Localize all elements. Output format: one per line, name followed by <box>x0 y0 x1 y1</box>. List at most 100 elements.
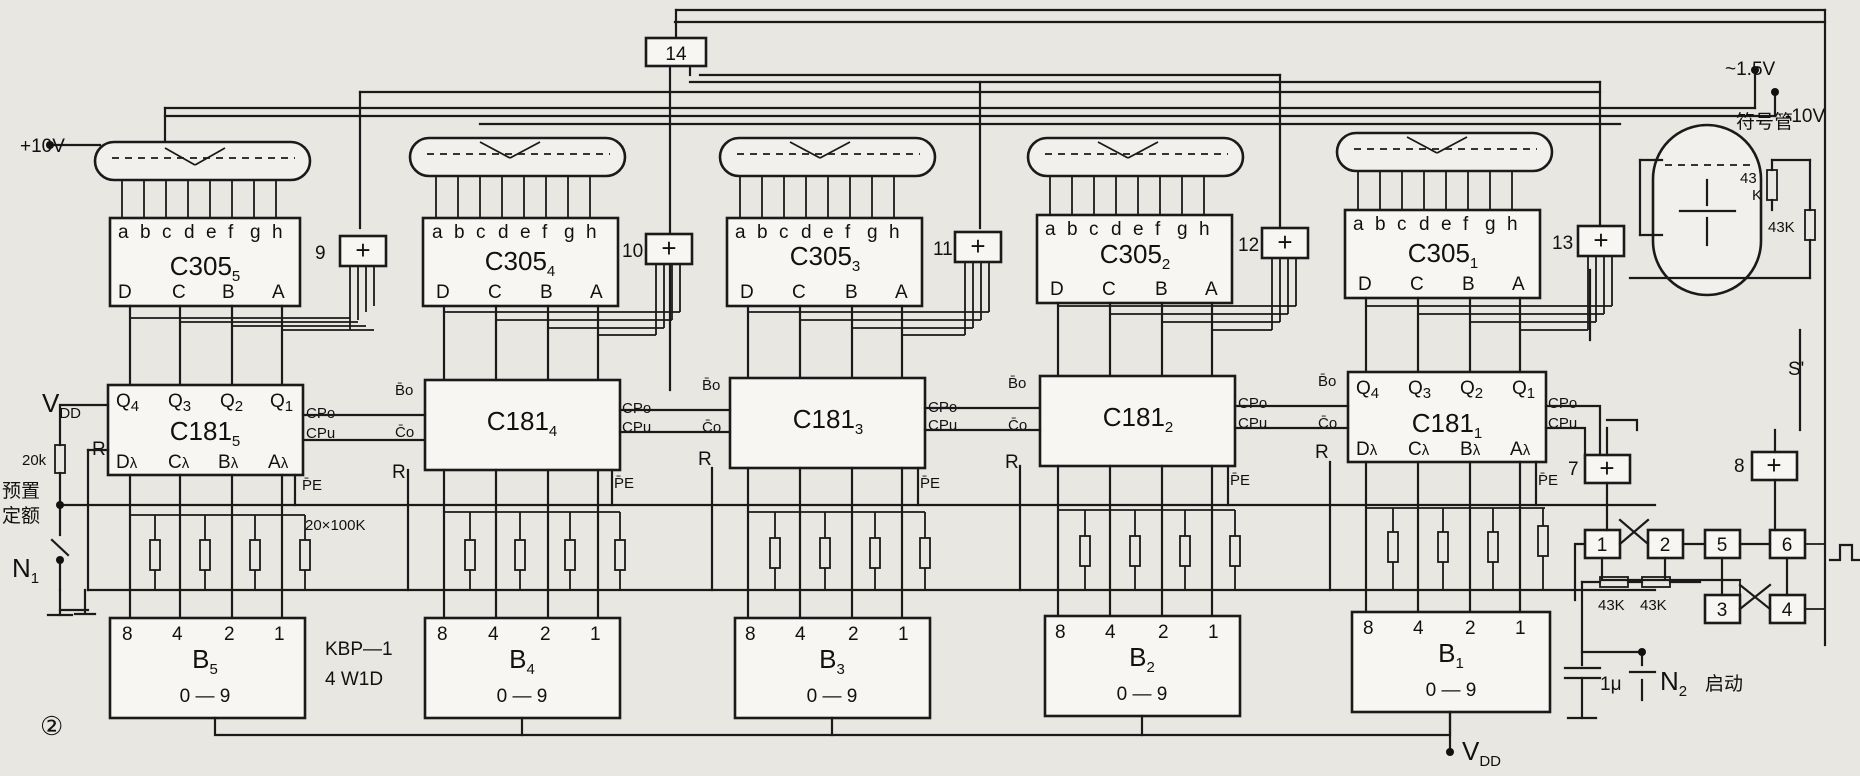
r20k-label: 20k <box>22 452 47 469</box>
decoder-pin-labels-bottom: D C B A D C B A D C B A D C B A D C B A <box>118 274 1525 303</box>
pin-a: a <box>432 222 443 243</box>
decoder-5: C3055 <box>108 216 302 308</box>
pin-a: a <box>1045 219 1056 240</box>
gate-12-number: 12 <box>1238 235 1259 256</box>
pin-b: b <box>140 222 151 243</box>
gate-7: + <box>1583 453 1632 485</box>
pin-g: g <box>867 222 878 243</box>
pin-A: A <box>895 282 908 303</box>
nand-5: 5 <box>1703 528 1742 560</box>
pin-c: c <box>476 222 486 243</box>
tube-res-1-label: 43 <box>1740 170 1757 187</box>
n2-node-dot <box>1638 648 1646 656</box>
pin-f: f <box>845 222 851 243</box>
pin-D: D <box>1050 279 1064 300</box>
gate-14-label: 14 <box>665 44 687 65</box>
weight-2: 2 <box>1465 618 1476 639</box>
bo-4: B̄o <box>395 382 413 399</box>
n1-node-dot <box>56 556 64 564</box>
control-logic-wires <box>1573 268 1825 611</box>
pin-a: a <box>118 222 129 243</box>
pin-d: d <box>801 222 812 243</box>
bo-2: B̄o <box>1008 375 1026 392</box>
pin-b: b <box>1067 219 1078 240</box>
counter-side-labels: CPo CPu B̄o C̄o CPo CPu B̄o C̄o CPo CPu … <box>92 373 1577 494</box>
nand-5-label: 5 <box>1717 535 1728 556</box>
decoder-2: C3052 <box>1035 213 1234 305</box>
weight-1: 1 <box>590 624 601 645</box>
pin-B: B <box>1155 279 1168 300</box>
bo-3: B̄o <box>702 377 720 394</box>
pe-1: P̄E <box>1538 472 1558 489</box>
pin-d: d <box>498 222 509 243</box>
switch-2-label: B2 <box>1129 642 1155 676</box>
pin-bl: Bλ <box>218 452 239 473</box>
decoder-4-label: C3054 <box>485 246 556 280</box>
counter-5-label: C1815 <box>170 416 241 450</box>
pin-C: C <box>172 282 186 303</box>
cp-up-1: CPu <box>1548 415 1577 432</box>
counter-3: C1813 <box>728 376 927 470</box>
weight-1: 1 <box>898 624 909 645</box>
symbol-tube <box>1638 123 1763 297</box>
switch-4: B4 0 — 9 <box>423 616 622 720</box>
co-3: C̄o <box>702 419 721 436</box>
decoder-1-label: C3051 <box>1408 238 1479 272</box>
pin-q1: Q1 <box>1512 378 1535 402</box>
nand-1-label: 1 <box>1597 535 1608 556</box>
weight-1: 1 <box>1515 618 1526 639</box>
decoder-4: C3054 <box>421 216 620 308</box>
pin-d: d <box>1419 214 1430 235</box>
bo-1: B̄o <box>1318 373 1336 390</box>
nixie-tube-2 <box>1026 136 1245 178</box>
switch-2-range: 0 — 9 <box>1117 684 1168 705</box>
gate-14: 14 <box>644 36 708 68</box>
gate-8: + <box>1750 450 1799 482</box>
switch-3-label: B3 <box>819 644 845 678</box>
neg-terminal-dot <box>1771 88 1779 96</box>
left-preset-circuit <box>46 403 110 617</box>
nand-1: 1 <box>1583 528 1622 560</box>
gate-11-number: 11 <box>933 239 953 260</box>
switch-3-range: 0 — 9 <box>807 686 858 707</box>
minus10v-label: -10V <box>1785 106 1825 127</box>
pin-B: B <box>1462 274 1475 295</box>
capacitor-label: 1μ <box>1600 674 1622 695</box>
pin-h: h <box>1507 214 1518 235</box>
pin-C: C <box>1410 274 1424 295</box>
decoder-pin-labels-top: a b c d e f g h a b c d e f g h a b c d … <box>118 214 1518 243</box>
pin-a: a <box>735 222 746 243</box>
weight-2: 2 <box>540 624 551 645</box>
counter-4-label: C1814 <box>487 406 558 440</box>
gate-9-number: 9 <box>315 243 326 264</box>
nixie-tube-1 <box>1335 131 1554 173</box>
pin-g: g <box>1485 214 1496 235</box>
gate-7-number: 7 <box>1568 459 1579 480</box>
pin-h: h <box>586 222 597 243</box>
pe-3: P̄E <box>920 475 940 492</box>
pin-g: g <box>250 222 261 243</box>
preset-node-dot <box>56 501 64 509</box>
pin-dl: Dλ <box>1356 439 1378 460</box>
counter-5: C1815 <box>106 383 305 477</box>
weight-4: 4 <box>1105 622 1116 643</box>
pin-B: B <box>845 282 858 303</box>
pin-g: g <box>564 222 575 243</box>
co-1: C̄o <box>1318 415 1337 432</box>
gate-11: + <box>953 230 1003 264</box>
pin-D: D <box>436 282 450 303</box>
gate-11-sym: + <box>970 231 985 261</box>
tube-decoder-wires <box>121 171 1513 218</box>
n1-label: N1 <box>12 553 39 587</box>
gate-10-sym: + <box>661 233 676 263</box>
pin-B: B <box>222 282 235 303</box>
bottom-common-wires <box>213 710 1452 752</box>
figure-number: ② <box>40 711 63 741</box>
pin-b: b <box>757 222 768 243</box>
switch-1-label: B1 <box>1438 638 1464 672</box>
switch-model-label: KBP—1 <box>325 639 393 660</box>
s-prime-label: S' <box>1788 359 1804 380</box>
plus10v-label: +10V <box>20 136 65 157</box>
res-43k-b-label: 43K <box>1640 597 1667 614</box>
